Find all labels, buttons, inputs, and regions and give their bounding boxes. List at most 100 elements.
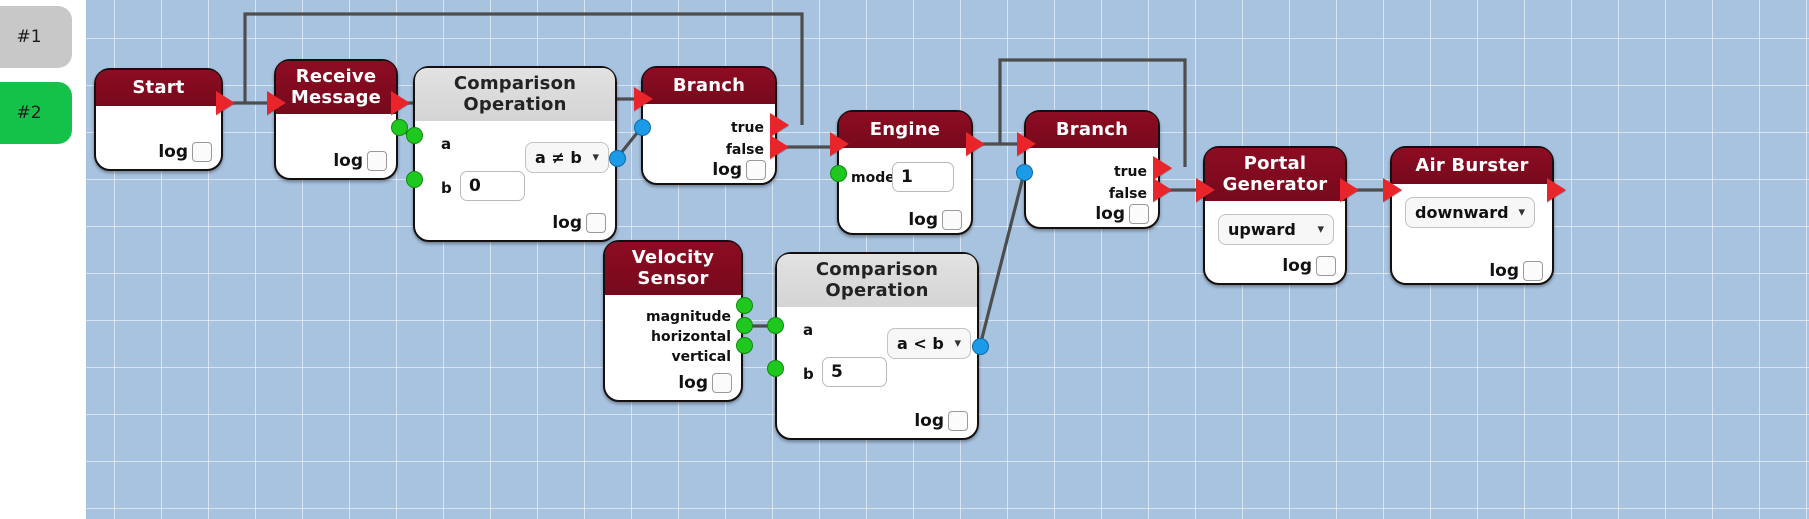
node-receive-message[interactable]: Receive Message log: [274, 59, 398, 180]
node-comparison-operation-2-log-row[interactable]: log: [914, 411, 968, 431]
node-branch-2-false-label: false: [1108, 186, 1147, 202]
node-velocity-sensor-title: Velocity Sensor: [605, 242, 741, 295]
node-comparison-operation-1-b-label: b: [441, 179, 452, 197]
node-comparison-operation-1-b-in-dot[interactable]: [406, 171, 423, 188]
node-receive-message-log-row[interactable]: log: [333, 151, 387, 171]
node-portal-generator[interactable]: Portal Generator upward ▾ log: [1203, 146, 1347, 285]
node-engine-mode-input[interactable]: [892, 162, 954, 192]
tab-rail: #1 #2: [0, 0, 86, 519]
node-portal-generator-direction-select[interactable]: upward ▾: [1218, 214, 1334, 245]
node-receive-message-body: log: [276, 114, 396, 177]
node-velocity-sensor-log-checkbox[interactable]: [712, 373, 732, 393]
node-portal-generator-log-row[interactable]: log: [1282, 256, 1336, 276]
node-portal-generator-exec-out-arrow[interactable]: [1340, 178, 1359, 202]
node-start-exec-out-arrow[interactable]: [216, 91, 235, 115]
node-comparison-operation-1-a-in-dot[interactable]: [406, 127, 423, 144]
node-branch-2-true-out-arrow[interactable]: [1153, 156, 1172, 180]
chevron-down-icon: ▾: [954, 336, 961, 351]
node-comparison-operation-1-log-row[interactable]: log: [552, 213, 606, 233]
node-portal-generator-log-label: log: [1282, 256, 1312, 276]
node-comparison-operation-2-b-label: b: [803, 365, 814, 383]
node-air-burster-title: Air Burster: [1392, 148, 1552, 184]
node-air-burster-exec-in-arrow[interactable]: [1383, 178, 1402, 202]
node-receive-message-log-checkbox[interactable]: [367, 151, 387, 171]
node-branch-1-log-checkbox[interactable]: [746, 160, 766, 180]
node-receive-message-log-label: log: [333, 151, 363, 171]
node-velocity-sensor-vertical-out-dot[interactable]: [736, 337, 753, 354]
node-comparison-operation-2-b-in-dot[interactable]: [767, 360, 784, 377]
node-comparison-operation-2-operator-select[interactable]: a < b ▾: [887, 328, 971, 359]
node-engine-mode-in-dot[interactable]: [830, 165, 847, 182]
node-receive-message-exec-out-arrow[interactable]: [391, 91, 410, 115]
node-engine-exec-out-arrow[interactable]: [966, 132, 985, 156]
node-branch-2-log-checkbox[interactable]: [1129, 204, 1149, 224]
node-air-burster[interactable]: Air Burster downward ▾ log: [1390, 146, 1554, 285]
node-air-burster-log-row[interactable]: log: [1489, 261, 1543, 281]
tab-1[interactable]: #1: [0, 6, 72, 68]
node-engine-log-row[interactable]: log: [908, 210, 962, 230]
node-comparison-operation-2-a-in-dot[interactable]: [767, 317, 784, 334]
node-start-log-checkbox[interactable]: [192, 142, 212, 162]
node-air-burster-exec-out-arrow[interactable]: [1547, 178, 1566, 202]
node-velocity-sensor-log-label: log: [678, 373, 708, 393]
tab-2-label: #2: [16, 103, 42, 123]
node-comparison-operation-1-operator-select[interactable]: a ≠ b ▾: [525, 142, 609, 173]
node-comparison-operation-2-body: a b a < b ▾ log: [777, 307, 977, 437]
node-branch-1-log-row[interactable]: log: [712, 160, 766, 180]
node-branch-1-body: true false log: [643, 104, 775, 186]
node-engine-title: Engine: [839, 112, 971, 148]
node-branch-1-true-out-arrow[interactable]: [770, 113, 789, 137]
tab-2[interactable]: #2: [0, 82, 72, 144]
node-branch-2-log-row[interactable]: log: [1095, 204, 1149, 224]
node-comparison-operation-1-b-input[interactable]: [460, 171, 525, 201]
node-branch-2[interactable]: Branch true false log: [1024, 110, 1160, 229]
node-comparison-operation-2-b-input[interactable]: [822, 357, 887, 387]
node-branch-2-false-out-arrow[interactable]: [1153, 178, 1172, 202]
chevron-down-icon: ▾: [1518, 205, 1526, 220]
node-branch-1-false-out-arrow[interactable]: [770, 135, 789, 159]
node-velocity-sensor-log-row[interactable]: log: [678, 373, 732, 393]
node-velocity-sensor-horizontal-out-dot[interactable]: [736, 317, 753, 334]
node-branch-1-condition-in-dot[interactable]: [634, 119, 651, 136]
node-velocity-sensor-output-magnitude: magnitude: [646, 309, 731, 325]
node-receive-message-data-out-dot[interactable]: [391, 119, 408, 136]
node-air-burster-direction-select[interactable]: downward ▾: [1405, 197, 1535, 228]
node-portal-generator-title: Portal Generator: [1205, 148, 1345, 201]
node-engine-log-checkbox[interactable]: [942, 210, 962, 230]
node-branch-1-exec-in-arrow[interactable]: [634, 87, 653, 111]
node-receive-message-exec-in-arrow[interactable]: [267, 91, 286, 115]
node-portal-generator-exec-in-arrow[interactable]: [1196, 178, 1215, 202]
node-branch-2-exec-in-arrow[interactable]: [1017, 132, 1036, 156]
tab-1-label: #1: [16, 27, 42, 47]
node-velocity-sensor-title-line2: Sensor: [637, 268, 709, 289]
node-branch-1-log-label: log: [712, 160, 742, 180]
node-comparison-operation-1-log-label: log: [552, 213, 582, 233]
node-engine-log-label: log: [908, 210, 938, 230]
node-air-burster-log-checkbox[interactable]: [1523, 261, 1543, 281]
node-branch-2-condition-in-dot[interactable]: [1016, 164, 1033, 181]
node-receive-message-title-line2: Message: [290, 87, 382, 108]
node-comparison-operation-2-result-out-dot[interactable]: [972, 338, 989, 355]
node-velocity-sensor-magnitude-out-dot[interactable]: [736, 297, 753, 314]
node-branch-1[interactable]: Branch true false log: [641, 66, 777, 185]
node-start[interactable]: Start log: [94, 68, 223, 171]
node-portal-generator-log-checkbox[interactable]: [1316, 256, 1336, 276]
node-branch-2-body: true false log: [1026, 148, 1158, 230]
node-comparison-operation-1[interactable]: Comparison Operation a b a ≠ b ▾ log: [413, 66, 617, 242]
node-comparison-operation-2-log-checkbox[interactable]: [948, 411, 968, 431]
node-comparison-operation-1-title-line2: Operation: [463, 94, 567, 115]
node-engine-body: mode log: [839, 148, 971, 236]
node-comparison-operation-2[interactable]: Comparison Operation a b a < b ▾ log: [775, 252, 979, 440]
node-portal-generator-body: upward ▾ log: [1205, 201, 1345, 282]
node-engine[interactable]: Engine mode log: [837, 110, 973, 235]
graph-canvas[interactable]: Start log Receive Message log: [75, 0, 1809, 519]
node-receive-message-title: Receive Message: [276, 61, 396, 114]
node-start-title: Start: [96, 70, 221, 106]
node-velocity-sensor[interactable]: Velocity Sensor magnitude horizontal ver…: [603, 240, 743, 402]
node-branch-1-title: Branch: [643, 68, 775, 104]
node-comparison-operation-1-log-checkbox[interactable]: [586, 213, 606, 233]
node-start-log-row[interactable]: log: [158, 142, 212, 162]
node-comparison-operation-1-result-out-dot[interactable]: [609, 150, 626, 167]
node-portal-generator-title-line1: Portal: [1243, 153, 1307, 174]
node-engine-exec-in-arrow[interactable]: [830, 132, 849, 156]
